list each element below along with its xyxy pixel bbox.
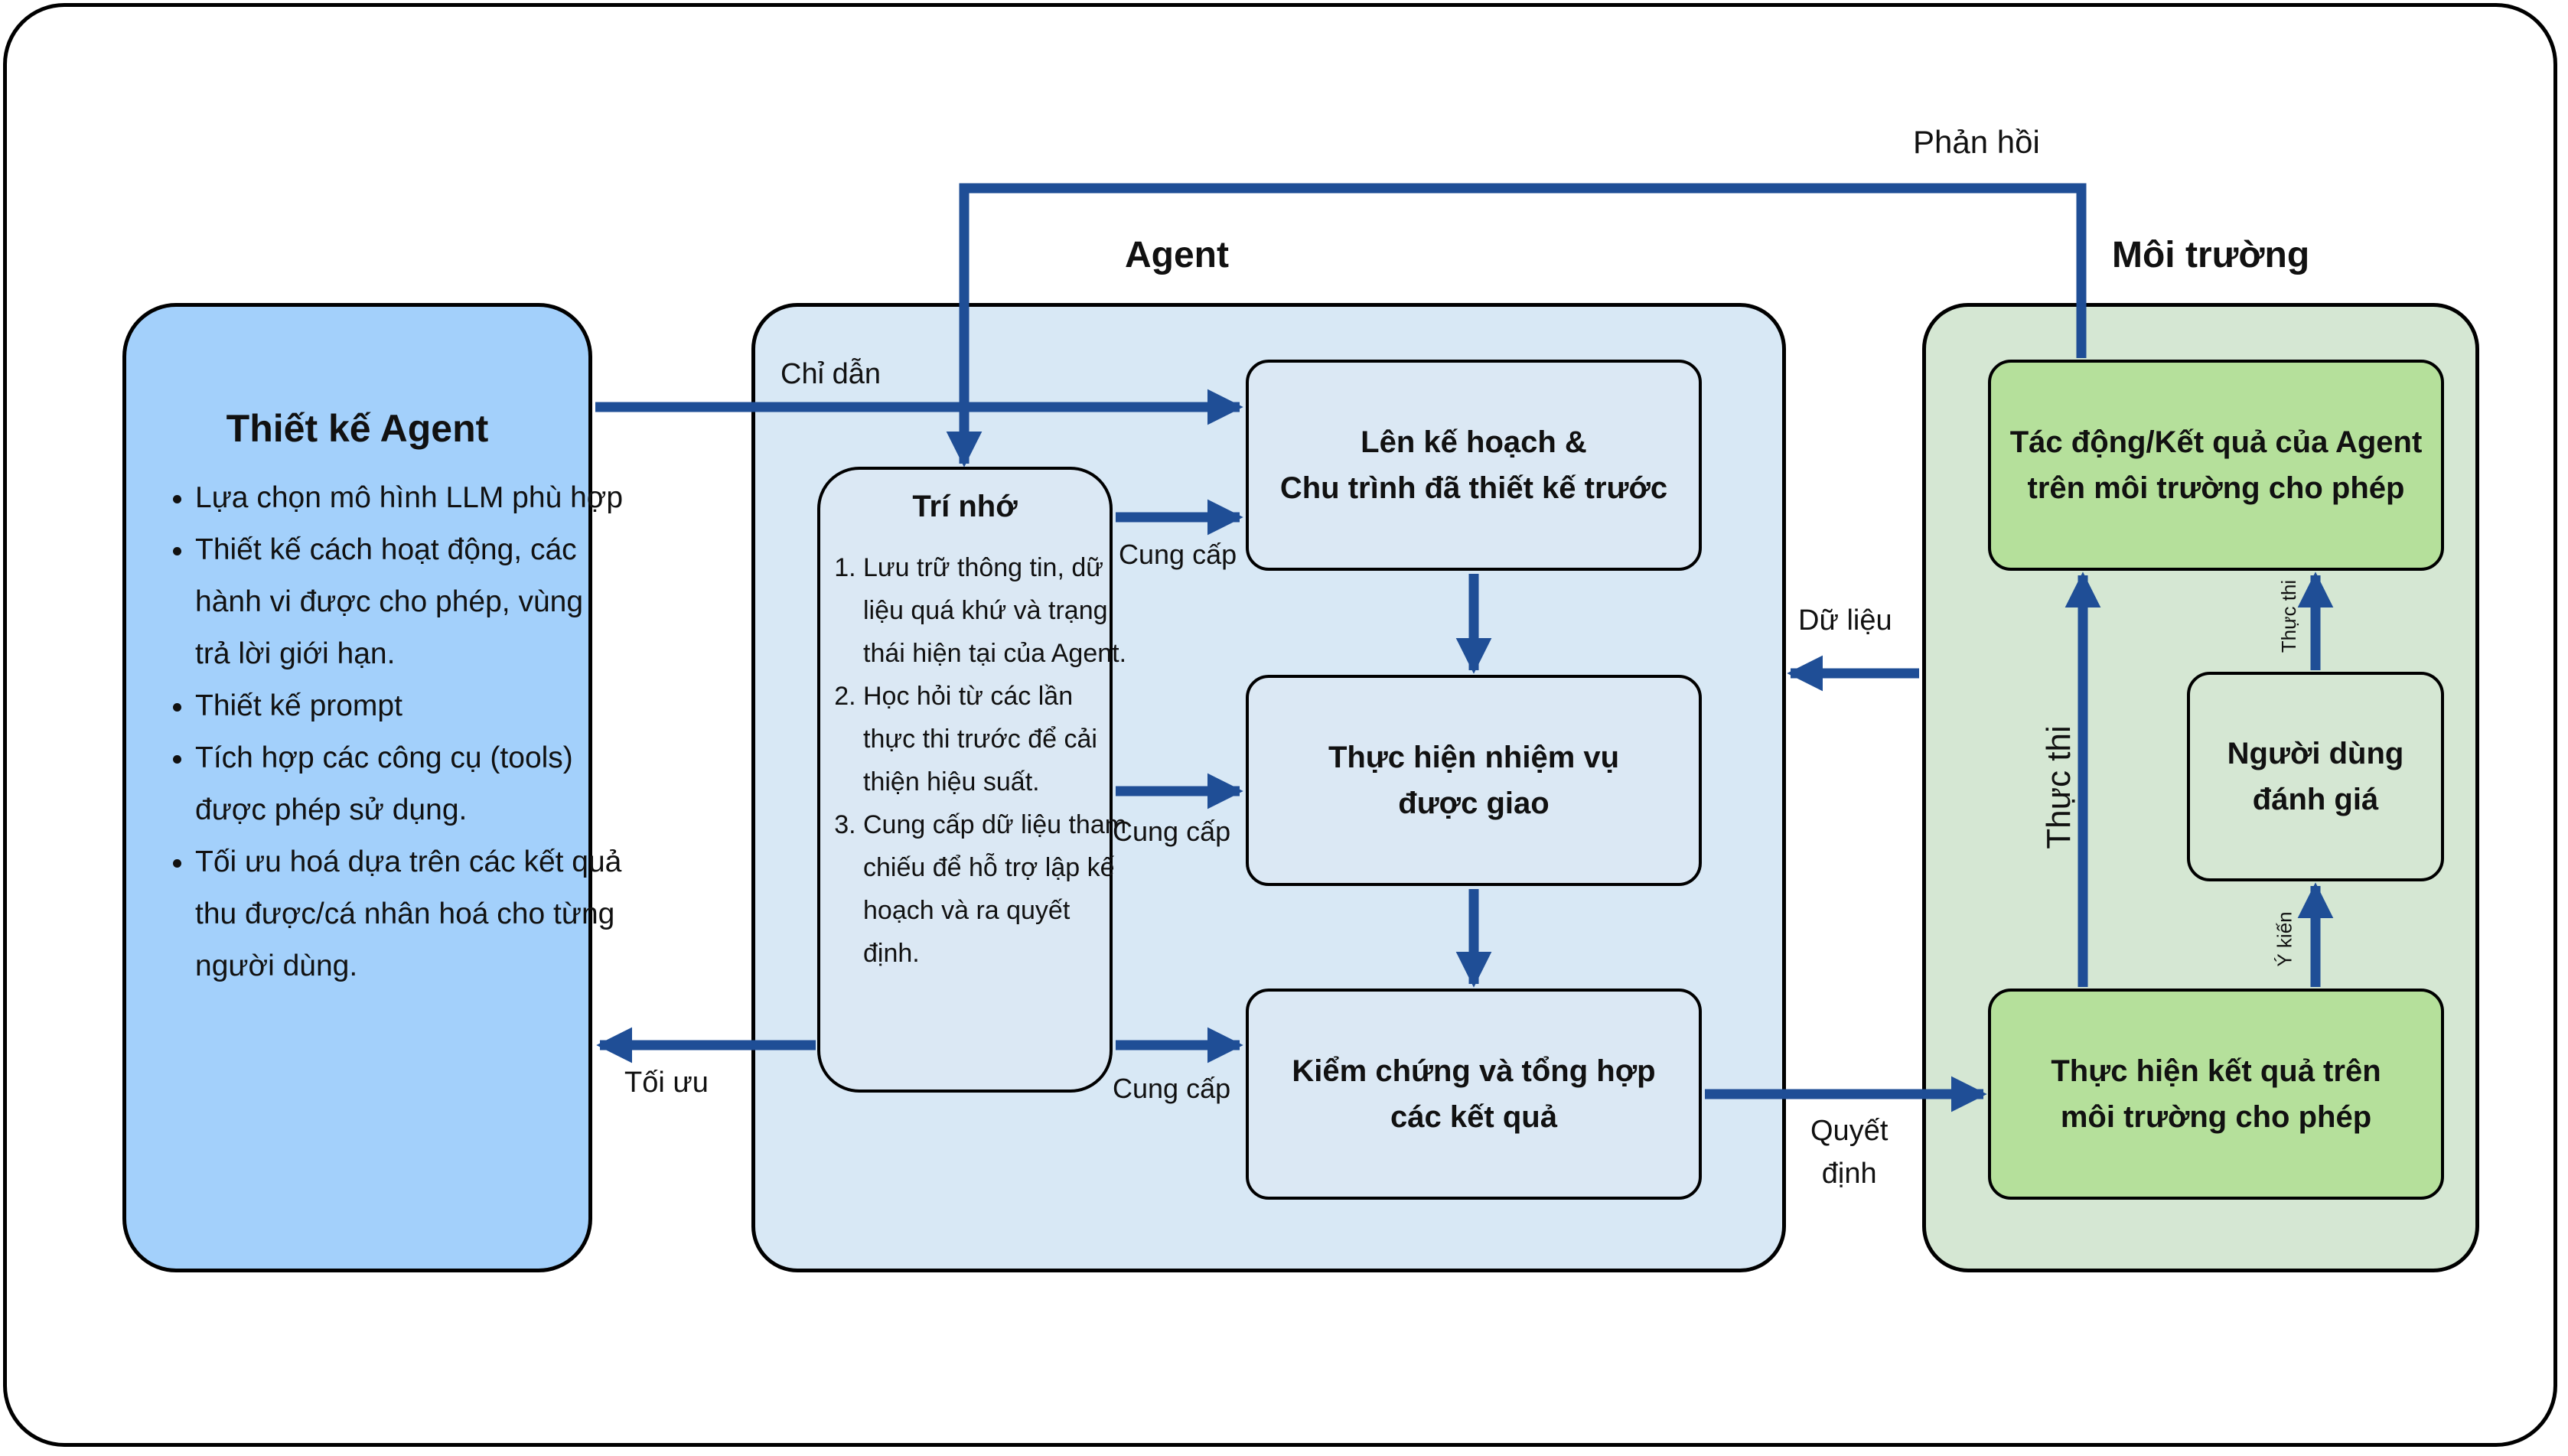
- memory-title: Trí nhớ: [912, 490, 1018, 523]
- user-evaluation-box: Người dùng đánh giá: [2187, 672, 2444, 881]
- agent-design-title: Thiết kế Agent: [226, 407, 489, 450]
- opinion-label: Ý kiến: [2273, 911, 2296, 967]
- design-item: Tích hợp các công cụ (tools) được phép s…: [195, 732, 624, 836]
- verify-line-2: các kết quả: [1390, 1100, 1557, 1134]
- agent-design-panel: Thiết kế Agent Lựa chọn mô hình LLM phù …: [122, 303, 623, 1272]
- agent-design-list: Lựa chọn mô hình LLM phù hợp Thiết kế cá…: [154, 472, 624, 992]
- execute-task-line-1: Thực hiện nhiệm vụ: [1328, 741, 1620, 774]
- memory-item: Học hỏi từ các lần thực thi trước để cải…: [863, 675, 1131, 803]
- provide-label-1: Cung cấp: [1119, 539, 1237, 570]
- agent-section-title: Agent: [1125, 235, 1229, 275]
- memory-item: Cung cấp dữ liệu tham chiếu để hỗ trợ lậ…: [863, 803, 1131, 975]
- execute-task-line-2: được giao: [1398, 787, 1550, 820]
- impact-line-2: trên môi trường cho phép: [2027, 471, 2405, 505]
- planning-line-2: Chu trình đã thiết kế trước: [1279, 471, 1668, 505]
- execute-small-label: Thực thi: [2277, 579, 2301, 653]
- design-item: Thiết kế cách hoạt động, các hành vi đượ…: [195, 524, 624, 680]
- feedback-label: Phản hồi: [1913, 124, 2040, 160]
- decision-label-line-2: định: [1821, 1158, 1877, 1190]
- apply-results-box: Thực hiện kết quả trên môi trường cho ph…: [1988, 989, 2444, 1200]
- provide-label-3: Cung cấp: [1113, 1073, 1231, 1104]
- design-item: Tối ưu hoá dựa trên các kết quả thu được…: [195, 836, 624, 992]
- planning-line-1: Lên kế hoạch &: [1361, 425, 1587, 459]
- instruction-label: Chỉ dẫn: [781, 358, 881, 390]
- environment-section-title: Môi trường: [2112, 235, 2310, 275]
- decision-label-line-1: Quyết: [1810, 1115, 1889, 1147]
- impact-line-1: Tác động/Kết quả của Agent: [2009, 425, 2423, 459]
- user-line-1: Người dùng: [2227, 737, 2404, 770]
- apply-line-2: môi trường cho phép: [2060, 1100, 2372, 1134]
- design-item: Thiết kế prompt: [195, 680, 624, 732]
- apply-line-1: Thực hiện kết quả trên: [2051, 1054, 2381, 1088]
- planning-box: Lên kế hoạch & Chu trình đã thiết kế trư…: [1246, 360, 1702, 571]
- agent-impact-box: Tác động/Kết quả của Agent trên môi trườ…: [1988, 360, 2444, 571]
- execute-task-box: Thực hiện nhiệm vụ được giao: [1246, 675, 1702, 886]
- verify-results-box: Kiểm chứng và tổng hợp các kết quả: [1246, 989, 1702, 1200]
- provide-label-2: Cung cấp: [1113, 816, 1231, 847]
- memory-item: Lưu trữ thông tin, dữ liệu quá khứ và tr…: [863, 546, 1131, 675]
- memory-box: Trí nhớ Lưu trữ thông tin, dữ liệu quá k…: [817, 467, 1126, 1093]
- feedback-arrow: [946, 183, 2087, 467]
- decision-label: Quyết định: [1810, 1109, 1888, 1195]
- user-line-2: đánh giá: [2252, 783, 2379, 816]
- memory-list: Lưu trữ thông tin, dữ liệu quá khứ và tr…: [836, 546, 1131, 975]
- verify-line-1: Kiểm chứng và tổng hợp: [1292, 1054, 1656, 1088]
- execute-label: Thực thi: [2039, 725, 2078, 849]
- optimize-label: Tối ưu: [624, 1067, 709, 1099]
- design-item: Lựa chọn mô hình LLM phù hợp: [195, 472, 624, 524]
- data-label: Dữ liệu: [1798, 604, 1892, 637]
